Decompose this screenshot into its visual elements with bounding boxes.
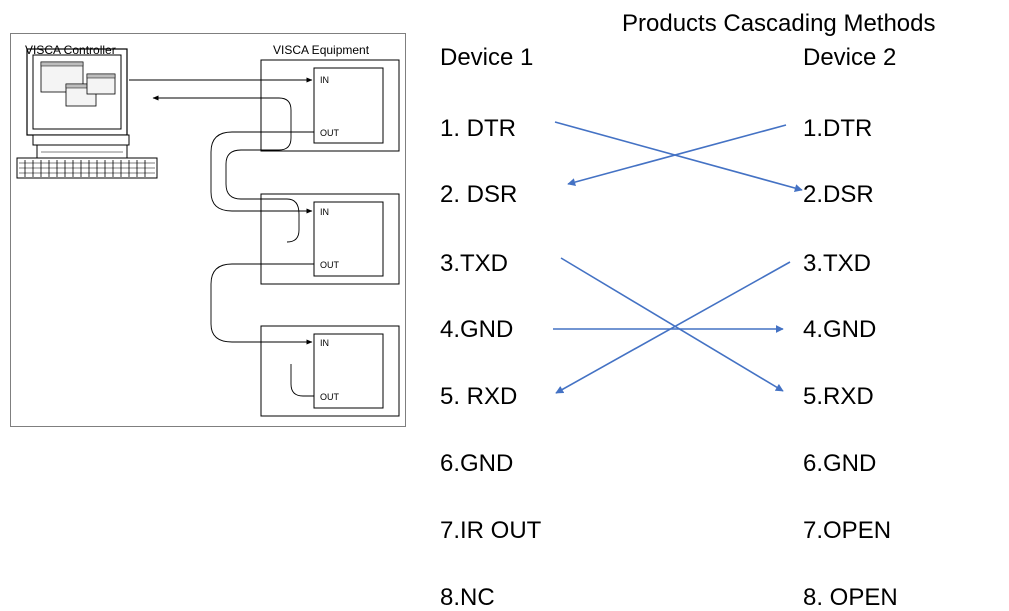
- arrow-d1dtr-to-d2dsr: [554, 121, 803, 192]
- device-1-pin-8: 8.NC: [440, 584, 495, 611]
- unit-1-in-label: IN: [320, 75, 329, 85]
- device-1-pin-7: 7.IR OUT: [440, 517, 542, 544]
- cascade-cable-1-to-2: [210, 131, 314, 214]
- visca-diagram-panel: VISCA Controller VISCA Equipment IN OUT …: [10, 33, 406, 427]
- arrow-d2txd-to-d1rxd: [555, 261, 791, 394]
- unit-3-out-label: OUT: [320, 392, 339, 402]
- unit-2-out-label: OUT: [320, 260, 339, 270]
- device-1-pin-2: 2. DSR: [440, 181, 518, 208]
- device-2-pin-6: 6.GND: [803, 450, 877, 477]
- computer-icon: [16, 48, 158, 179]
- cascade-return-2: [286, 198, 300, 243]
- device-1-header: Device 1: [440, 44, 534, 71]
- device-1-pin-1: 1. DTR: [440, 115, 517, 142]
- equipment-unit-1: [260, 59, 400, 152]
- device-1-pin-3: 3.TXD: [440, 250, 509, 277]
- device-1-pin-6: 6.GND: [440, 450, 514, 477]
- arrow-d1txd-to-d2rxd: [560, 257, 784, 392]
- controller-label: VISCA Controller: [25, 43, 116, 57]
- device-2-pin-2: 2.DSR: [803, 181, 874, 208]
- unit-1-out-label: OUT: [320, 128, 339, 138]
- cascade-return-3: [290, 364, 314, 397]
- arrow-d2dtr-to-d1dsr: [567, 124, 787, 186]
- device-2-pin-3: 3.TXD: [803, 250, 872, 277]
- unit-2-in-label: IN: [320, 207, 329, 217]
- visca-diagram-svg: [16, 48, 400, 417]
- equipment-label: VISCA Equipment: [273, 43, 370, 57]
- device-2-pin-5: 5.RXD: [803, 383, 874, 410]
- device-2-pin-1: 1.DTR: [803, 115, 873, 142]
- device-2-header: Device 2: [803, 44, 897, 71]
- device-2-pin-7: 7.OPEN: [803, 517, 892, 544]
- equipment-unit-2: [260, 193, 400, 285]
- cascade-return-1: [225, 97, 292, 200]
- page-title: Products Cascading Methods: [622, 10, 936, 37]
- equipment-unit-3: [260, 325, 400, 417]
- unit-3-in-label: IN: [320, 338, 329, 348]
- device-2-pin-4: 4.GND: [803, 316, 877, 343]
- device-1-pin-5: 5. RXD: [440, 383, 518, 410]
- device-1-pin-4: 4.GND: [440, 316, 514, 343]
- cascade-cable-2-to-3: [210, 263, 314, 345]
- device-2-pin-8: 8. OPEN: [803, 584, 898, 611]
